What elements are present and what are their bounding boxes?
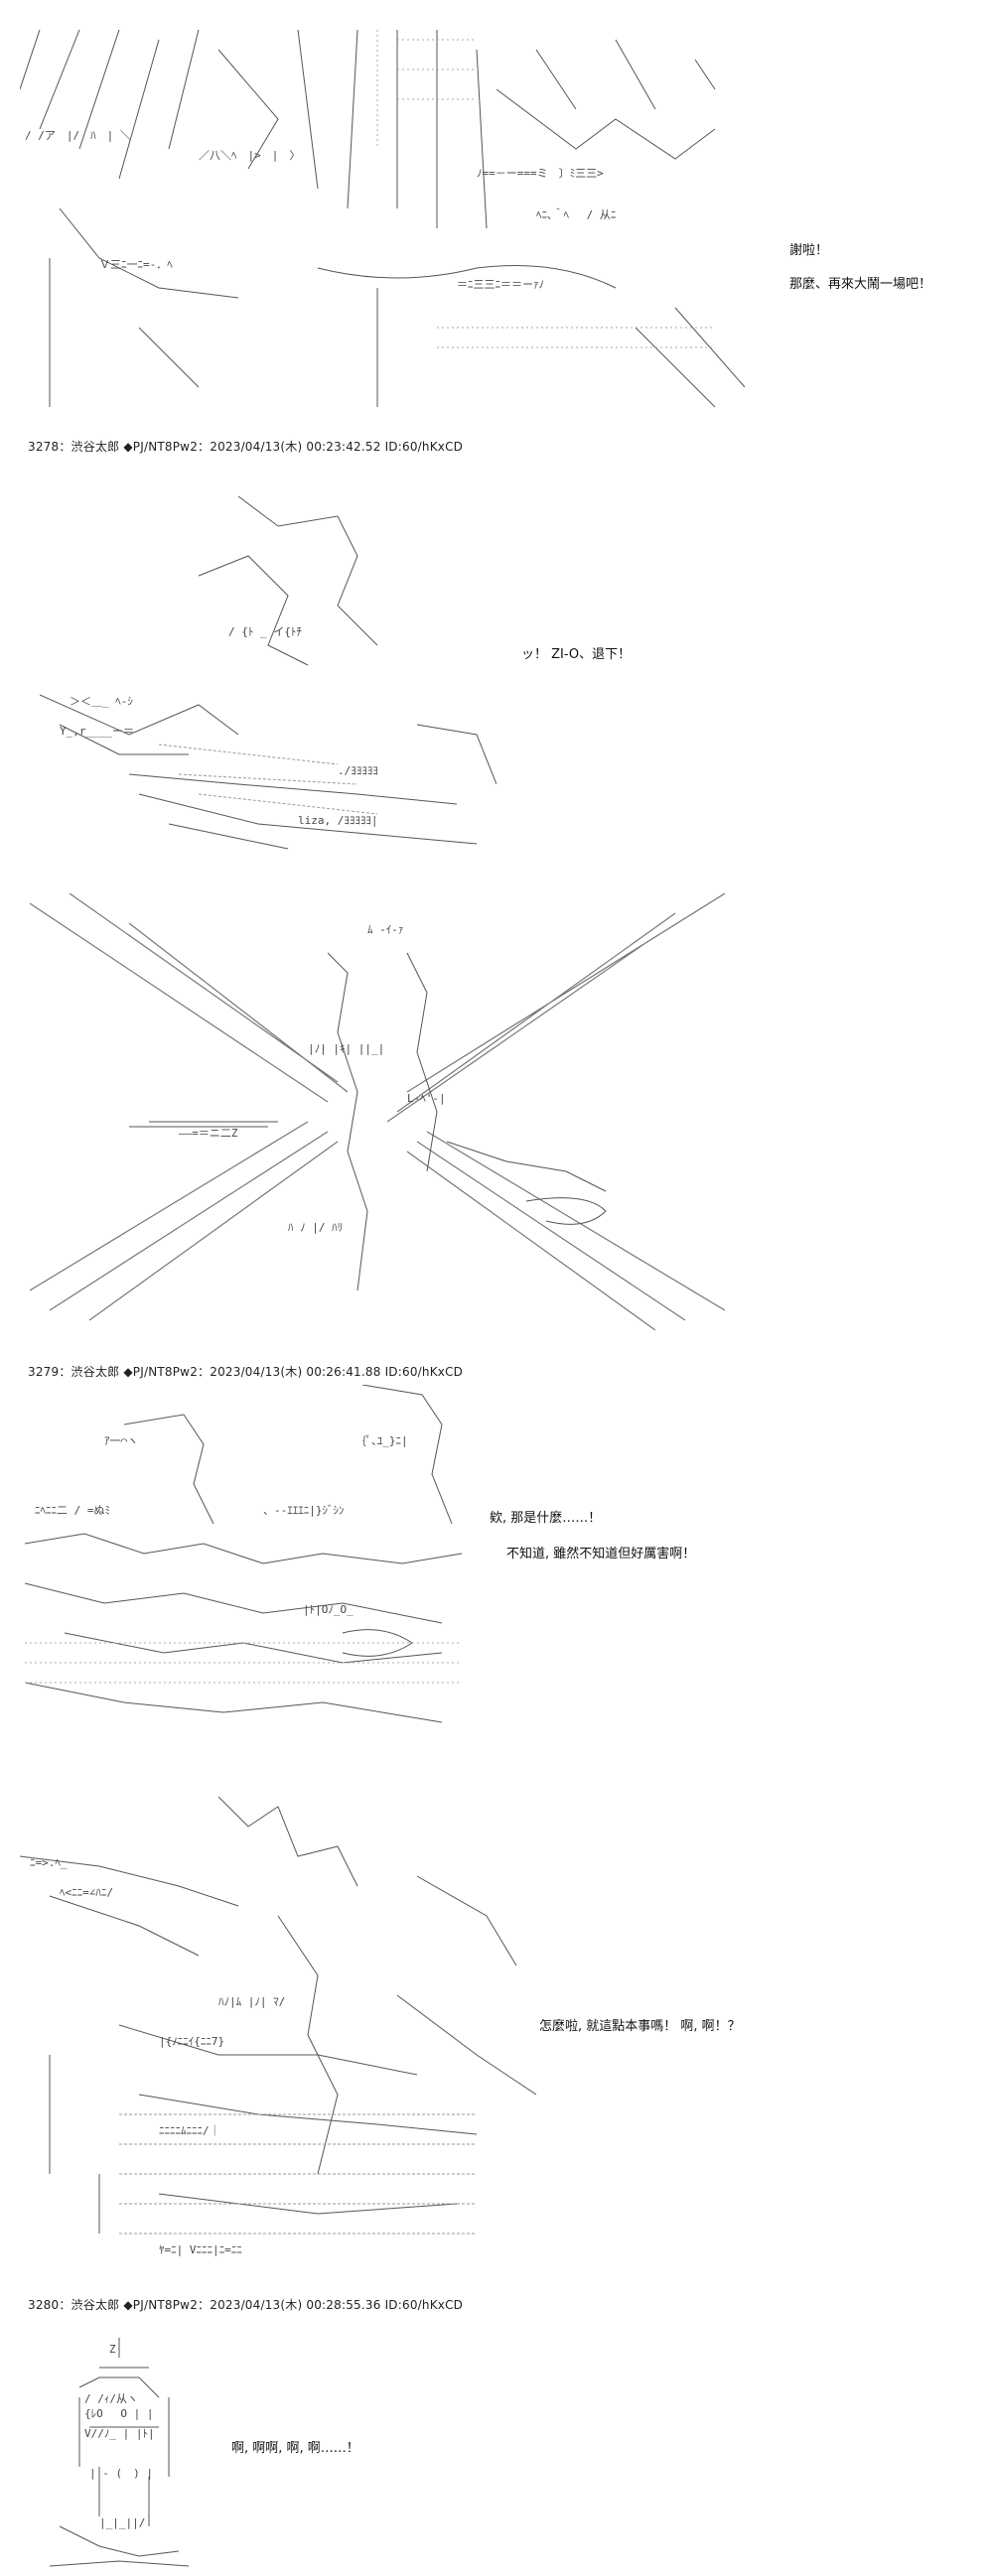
svg-text:ﾆ=>.ﾍ_: ﾆ=>.ﾍ_: [30, 1856, 68, 1869]
svg-text:|ﾉ| |ｷ| ||_|: |ﾉ| |ｷ| ||_|: [308, 1042, 384, 1055]
svg-text:|{ﾉﾆﾆｲ{ﾆﾆ7}: |{ﾉﾆﾆｲ{ﾆﾆ7}: [159, 2035, 224, 2048]
svg-text:ﾆﾆﾆﾆﾑﾆﾆﾆ/｜: ﾆﾆﾆﾆﾑﾆﾆﾆ/｜: [159, 2124, 220, 2137]
svg-text:ﾉ==－ー===ミ 〕ﾐ三三>: ﾉ==－ー===ミ 〕ﾐ三三>: [477, 167, 604, 180]
svg-text:ﾆﾍﾆﾆ二 / =ぬﾐ: ﾆﾍﾆﾆ二 / =ぬﾐ: [35, 1504, 110, 1517]
ascii-art-riders-group: / /ア |/ ﾊ | ＼ ／八＼ﾍ |> | 〉 ﾉ==－ー===ミ 〕ﾐ三三…: [20, 30, 755, 412]
post-header: 3280：渋谷太郎 ◆PJ/NT8Pw2：2023/04/13(木) 00:28…: [28, 2298, 464, 2312]
dialogue-line-2: 那麼、再來大鬧一場吧！: [789, 277, 932, 292]
svg-text:／八＼ﾍ |> | 〉: ／八＼ﾍ |> | 〉: [199, 149, 300, 162]
post-header: 3278：渋谷太郎 ◆PJ/NT8Pw2：2023/04/13(木) 00:23…: [28, 440, 464, 454]
svg-text:、--ｴｴｴﾆ|}ｼﾞｼﾝ: 、--ｴｴｴﾆ|}ｼﾞｼﾝ: [263, 1504, 345, 1517]
svg-text:＝ﾆ三三ﾆ＝＝ーｧﾉ: ＝ﾆ三三ﾆ＝＝ーｧﾉ: [457, 278, 544, 291]
svg-text:ﾔ=ﾆ| Vﾆﾆﾆ|ﾆ=ﾆﾆ: ﾔ=ﾆ| Vﾆﾆﾆ|ﾆ=ﾆﾆ: [159, 2243, 242, 2256]
ascii-art-defeated-rider: Z / /ｨ/从ヽ {ﾚO O | | V//ﾉ_ | |ﾄ| | - ( ) …: [40, 2328, 218, 2571]
ascii-art-rider-attack: / {ﾄ _ イ{ﾄﾁ ＞＜＿_ ﾍ-ｼ Y_,r____ー＝ ./ﾖﾖﾖﾖﾖ …: [40, 496, 496, 854]
svg-text:/ /ｨ/从ヽ: / /ｨ/从ヽ: [84, 2392, 138, 2405]
svg-text:|_|_||/: |_|_||/: [99, 2516, 145, 2529]
dialogue-line-1: 欸, 那是什麼……！: [490, 1511, 602, 1526]
panel-2: / {ﾄ _ イ{ﾄﾁ ＞＜＿_ ﾍ-ｼ Y_,r____ー＝ ./ﾖﾖﾖﾖﾖ …: [0, 467, 993, 854]
svg-text:liza, /ﾖﾖﾖﾖﾖ|: liza, /ﾖﾖﾖﾖﾖ|: [298, 814, 377, 827]
svg-text:./ﾖﾖﾖﾖﾖ: ./ﾖﾖﾖﾖﾖ: [338, 764, 378, 777]
svg-text:ｱ一⌒ヽ: ｱ一⌒ヽ: [104, 1434, 138, 1447]
svg-text:| - ( ) |: | - ( ) |: [89, 2467, 153, 2480]
dialogue-line-1: 怎麼啦, 就這點本事嗎！ 啊, 啊！？: [539, 2019, 741, 2034]
svg-text:ﾊ ﾉ |/ ﾊﾘ: ﾊ ﾉ |/ ﾊﾘ: [288, 1221, 343, 1234]
dialogue-line-1: 謝啦！: [789, 243, 829, 258]
svg-text:/ {ﾄ _ イ{ﾄﾁ: / {ﾄ _ イ{ﾄﾁ: [228, 625, 302, 638]
svg-text:ﾑ -ｲ-ｧ: ﾑ -ｲ-ｧ: [367, 923, 403, 936]
svg-text:V//ﾉ_ | |ﾄ|: V//ﾉ_ | |ﾄ|: [84, 2427, 155, 2440]
panel-3: ﾑ -ｲ-ｧ |ﾉ| |ｷ| ||_| ——=＝ニ二Z L-ﾍ'-| ﾊ ﾉ |…: [0, 883, 993, 1379]
svg-text:{ﾟ､ﾕ_}ﾆ|: {ﾟ､ﾕ_}ﾆ|: [362, 1434, 408, 1447]
panel-5: ﾆ=>.ﾍ_ ﾍ<ﾆﾆ=∠ﾊﾆ/ ﾊﾉ|ﾑ |ﾉ| ﾏ/ |{ﾉﾆﾆｲ{ﾆﾆ7}…: [0, 1787, 993, 2312]
svg-text:ﾍﾆ､＾ﾍ / 从ﾆ: ﾍﾆ､＾ﾍ / 从ﾆ: [536, 206, 616, 221]
svg-text:Y_,r____ー＝: Y_,r____ー＝: [60, 725, 134, 738]
svg-text:{ﾚO O | |: {ﾚO O | |: [84, 2407, 153, 2420]
dialogue-line-1: 啊, 啊啊, 啊, 啊……！: [231, 2441, 359, 2456]
svg-text:L-ﾍ'-|: L-ﾍ'-|: [407, 1092, 446, 1105]
panel-4: ｱ一⌒ヽ {ﾟ､ﾕ_}ﾆ| ﾆﾍﾆﾆ二 / =ぬﾐ 、--ｴｴｴﾆ|}ｼﾞｼﾝ …: [0, 1375, 993, 1752]
svg-text:/ /ア |/ ﾊ | ＼: / /ア |/ ﾊ | ＼: [25, 129, 131, 142]
panel-6: Z / /ｨ/从ヽ {ﾚO O | | V//ﾉ_ | |ﾄ| | - ( ) …: [0, 2328, 993, 2576]
panel-1: / /ア |/ ﾊ | ＼ ／八＼ﾍ |> | 〉 ﾉ==－ー===ミ 〕ﾐ三三…: [0, 0, 993, 454]
ascii-art-explosion-clash: ﾑ -ｲ-ｧ |ﾉ| |ｷ| ||_| ——=＝ニ二Z L-ﾍ'-| ﾊ ﾉ |…: [30, 893, 725, 1330]
svg-text:Z: Z: [109, 2343, 116, 2356]
svg-text:Ｖ三ﾆ一ﾆ=-．ﾍ: Ｖ三ﾆ一ﾆ=-．ﾍ: [99, 258, 173, 271]
ascii-art-spectators: ｱ一⌒ヽ {ﾟ､ﾕ_}ﾆ| ﾆﾍﾆﾆ二 / =ぬﾐ 、--ｴｴｴﾆ|}ｼﾞｼﾝ …: [25, 1385, 462, 1732]
dialogue-line-2: 不知道, 雖然不知道但好厲害啊！: [506, 1547, 696, 1561]
svg-text:ﾍ<ﾆﾆ=∠ﾊﾆ/: ﾍ<ﾆﾆ=∠ﾊﾆ/: [60, 1886, 113, 1899]
svg-text:ﾊﾉ|ﾑ |ﾉ| ﾏ/: ﾊﾉ|ﾑ |ﾉ| ﾏ/: [218, 1995, 285, 2008]
ascii-art-kaiser-rider: ﾆ=>.ﾍ_ ﾍ<ﾆﾆ=∠ﾊﾆ/ ﾊﾉ|ﾑ |ﾉ| ﾏ/ |{ﾉﾆﾆｲ{ﾆﾆ7}…: [20, 1797, 536, 2293]
post-header: 3279：渋谷太郎 ◆PJ/NT8Pw2：2023/04/13(木) 00:26…: [28, 1365, 464, 1379]
svg-text:——=＝ニ二Z: ——=＝ニ二Z: [179, 1127, 238, 1140]
dialogue-line-1: ッ！ ZI-O、退下！: [521, 647, 632, 662]
svg-text:|ﾄ|Oﾉ_O_: |ﾄ|Oﾉ_O_: [303, 1603, 354, 1616]
svg-text:＞＜＿_ ﾍ-ｼ: ＞＜＿_ ﾍ-ｼ: [70, 695, 133, 708]
